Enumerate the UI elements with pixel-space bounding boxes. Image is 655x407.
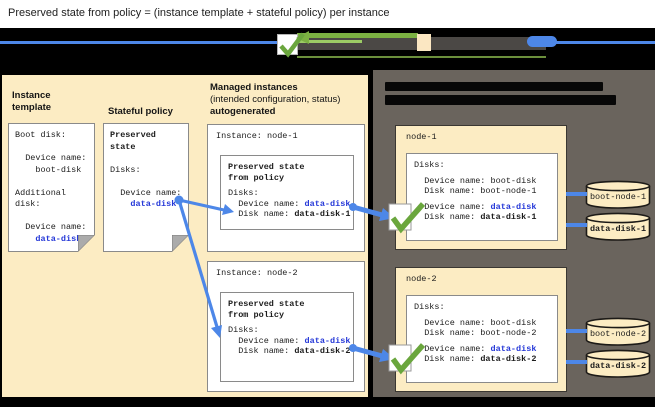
policy-data-disk-value: data-disk (110, 199, 177, 209)
preserved-state-from-policy-label: Preserved state from policy (228, 162, 305, 183)
disk-label: data-disk-1 (589, 224, 647, 234)
disk-label: data-disk-2 (589, 361, 647, 371)
disk-icon (585, 317, 651, 346)
disk-icon (585, 180, 651, 209)
bottom-black-bar (0, 397, 655, 407)
preserved-state-from-policy-label: Preserved state from policy (228, 299, 305, 320)
device-name-value: data-disk (490, 343, 537, 354)
device-name-value: data-disk (304, 198, 351, 209)
vm-node-1-disks-box: Disks: Device name: boot-disk Disk name:… (406, 153, 558, 241)
folded-corner-icon (172, 235, 189, 252)
disk-cylinder-data-disk-2: data-disk-2 (585, 349, 651, 379)
legend-blue-connector-right (551, 41, 655, 44)
disk-name-value: data-disk-2 (294, 346, 351, 356)
device-name-value: data-disk (304, 335, 351, 346)
diagram-title: Preserved state from policy = (instance … (8, 7, 390, 19)
device-name-line: Device name: data-disk (228, 335, 351, 346)
device-name-line: Device name: data-disk (228, 198, 351, 209)
preserved-state-node-2-box: Preserved state from policy Disks: Devic… (220, 292, 354, 382)
disk-name-line: Disk name: data-disk-2 (228, 346, 351, 356)
managed-instance-node-1-box: Instance: node-1 Preserved state from po… (207, 124, 365, 252)
stateful-policy-heading: Stateful policy (108, 106, 173, 117)
vm-node-2-box: node-2 Disks: Device name: boot-disk Dis… (395, 267, 567, 392)
disks-label: Disks: (414, 302, 445, 312)
disk-cylinder-boot-node-1: boot-node-1 (585, 180, 651, 210)
instance-node-1-title: Instance: node-1 (216, 131, 298, 141)
redacted-heading-line-1 (385, 82, 603, 91)
instance-template-box: Boot disk: Device name: boot-disk Additi… (8, 123, 95, 252)
legend-blue-connector-left (0, 41, 277, 44)
disks-label: Disks: (228, 188, 259, 198)
legend-checkbox (277, 34, 298, 55)
vm-node-2-title: node-2 (406, 274, 437, 284)
disk-cylinder-boot-node-2: boot-node-2 (585, 317, 651, 347)
legend-beige-box (417, 34, 431, 51)
data-device-line: Device name: data-disk (414, 343, 537, 354)
stateful-policy-text: Preserved state Disks: Device name: data… (110, 130, 182, 209)
instance-template-heading: Instance template (12, 90, 52, 113)
vm-node-1-box: node-1 Disks: Device name: boot-disk Dis… (395, 125, 567, 250)
folded-corner-icon (78, 235, 95, 252)
managed-instances-heading-line1: Managed instances (210, 82, 298, 93)
disk-icon (585, 212, 651, 241)
boot-device-line: Device name: boot-disk (414, 317, 537, 328)
data-device-line: Device name: data-disk (414, 201, 537, 212)
boot-disk-line: Disk name: boot-node-2 (414, 328, 537, 338)
title-bar: Preserved state from policy = (instance … (0, 0, 655, 28)
template-data-disk-value: data-disk (15, 233, 82, 244)
vm-node-1-title: node-1 (406, 132, 437, 142)
disk-name-line: Disk name: data-disk-1 (228, 209, 351, 219)
disks-label: Disks: (414, 160, 445, 170)
legend-green-line (297, 56, 546, 58)
stateful-policy-box: Preserved state Disks: Device name: data… (103, 123, 189, 252)
preserved-state-node-1-box: Preserved state from policy Disks: Devic… (220, 155, 354, 230)
data-disk-line: Disk name: data-disk-2 (414, 354, 537, 364)
instance-node-2-title: Instance: node-2 (216, 268, 298, 278)
disk-cylinder-data-disk-1: data-disk-1 (585, 212, 651, 242)
disk-name-value: data-disk-1 (480, 212, 537, 222)
boot-disk-line: Disk name: boot-node-1 (414, 186, 537, 196)
disk-icon (585, 349, 651, 378)
managed-instances-heading: Managed instances (intended configuratio… (210, 82, 368, 118)
disk-label: boot-node-1 (589, 192, 647, 202)
managed-instances-heading-line3: autogenerated (210, 106, 276, 117)
managed-instance-node-2-box: Instance: node-2 Preserved state from po… (207, 261, 365, 392)
legend-green-bar-light (297, 40, 362, 43)
device-name-value: data-disk (490, 201, 537, 212)
disks-label: Disks: (228, 325, 259, 335)
data-disk-line: Disk name: data-disk-1 (414, 212, 537, 222)
boot-device-line: Device name: boot-disk (414, 175, 537, 186)
redacted-heading-line-2 (385, 95, 616, 105)
disk-label: boot-node-2 (589, 329, 647, 339)
instance-template-text: Boot disk: Device name: boot-disk Additi… (15, 130, 87, 244)
legend-blue-pill (527, 36, 557, 47)
vm-node-2-disks-box: Disks: Device name: boot-disk Disk name:… (406, 295, 558, 383)
preserved-state-label: Preserved state (110, 130, 156, 152)
managed-instances-heading-line2: (intended configuration, status) (210, 94, 341, 105)
legend-green-bar (297, 33, 418, 38)
disk-name-value: data-disk-2 (480, 354, 537, 364)
disk-name-value: data-disk-1 (294, 209, 351, 219)
